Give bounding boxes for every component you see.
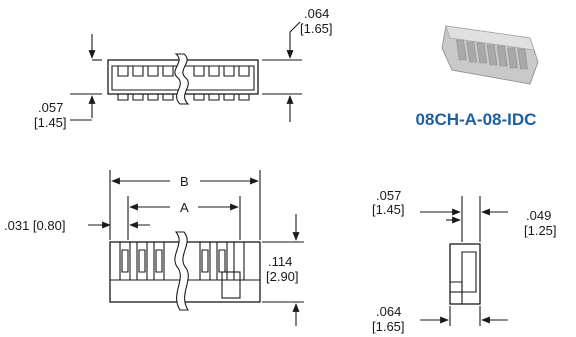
front-view-dim-b: B bbox=[180, 174, 189, 189]
side-view-top-dim-in: .057 bbox=[376, 188, 401, 203]
side-view-top-dim-mm: [1.45] bbox=[372, 202, 405, 217]
top-view-break bbox=[174, 53, 190, 105]
front-view-break bbox=[174, 231, 189, 311]
side-view-body bbox=[449, 243, 481, 305]
top-view-height-dim-in: .064 bbox=[304, 6, 329, 21]
side-view-right-dim-in: .049 bbox=[526, 208, 551, 223]
connector-photo bbox=[441, 25, 539, 85]
front-view-offset-dim: .031 [0.80] bbox=[4, 218, 65, 233]
part-number-title: 08CH-A-08-IDC bbox=[415, 110, 537, 129]
front-view-height-dim-in: .114 bbox=[268, 254, 292, 269]
top-view-bottom-dim-in: .057 bbox=[38, 100, 63, 115]
side-view-bottom-dim-in: .064 bbox=[376, 304, 401, 319]
top-view-bottom-dim-mm: [1.45] bbox=[34, 115, 67, 130]
front-view-height-dim-mm: [2.90] bbox=[266, 269, 299, 284]
side-view-right-dim-mm: [1.25] bbox=[524, 223, 557, 238]
front-view-dim-a: A bbox=[180, 200, 189, 215]
side-view: .057 [1.45] .049 [1.25] .064 [1.65] bbox=[372, 188, 557, 334]
front-view: B A .031 [0.80] .114 [2.90] bbox=[4, 170, 304, 326]
side-view-bottom-dim-mm: [1.65] bbox=[372, 319, 405, 334]
top-view-height-dim-mm: [1.65] bbox=[300, 21, 333, 36]
top-view: .057 [1.45] .064 [1.65] bbox=[34, 6, 333, 130]
